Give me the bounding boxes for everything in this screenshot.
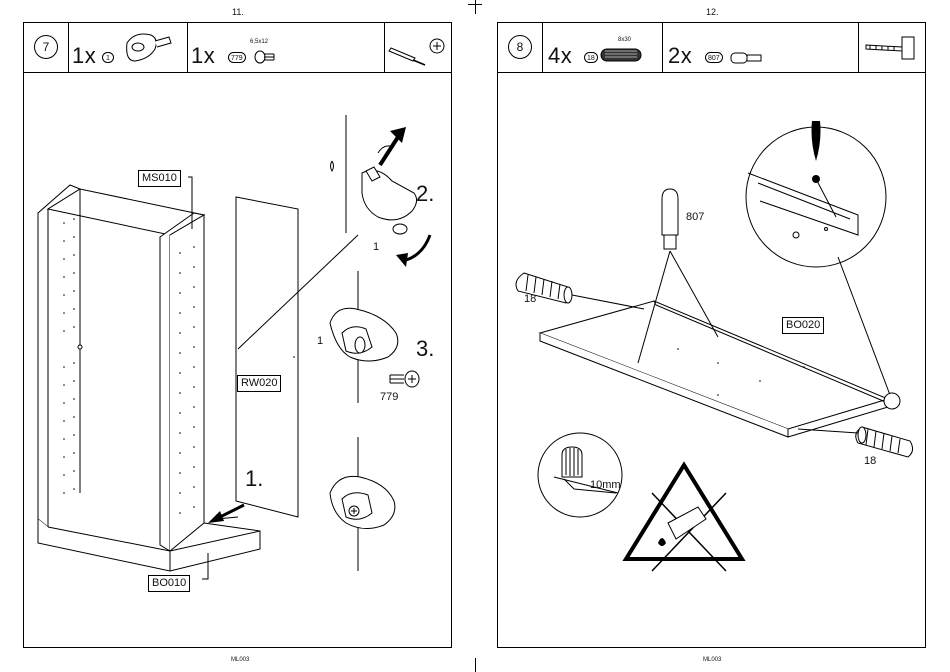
footer-right: ML003 bbox=[703, 657, 721, 663]
dimension-callout: 10mm bbox=[590, 479, 621, 491]
footer-left: ML003 bbox=[231, 657, 249, 663]
part-number-callout: 1 bbox=[373, 241, 379, 253]
shelf-assembly-drawing bbox=[498, 23, 927, 649]
step-callout-1: 1. bbox=[245, 466, 263, 492]
part-label-bo010: BO010 bbox=[148, 575, 190, 592]
crop-mark bbox=[475, 658, 476, 672]
part-number-callout: 1 bbox=[317, 335, 323, 347]
crop-mark bbox=[475, 0, 476, 14]
crop-mark bbox=[468, 4, 482, 5]
part-label-ms010: MS010 bbox=[138, 170, 181, 187]
part-number-callout: 18 bbox=[524, 293, 536, 305]
instruction-page-right: 8 4x 8x30 18 2x 807 bbox=[497, 22, 926, 648]
part-label-bo020: BO020 bbox=[782, 317, 824, 334]
part-number-callout: 18 bbox=[864, 455, 876, 467]
page-number-right: 12. bbox=[706, 7, 719, 17]
step-callout-3: 3. bbox=[416, 336, 434, 362]
dowel bbox=[856, 427, 913, 457]
wardrobe-carcass-drawing bbox=[24, 23, 453, 649]
part-number-callout: 807 bbox=[686, 211, 704, 223]
step-callout-2: 2. bbox=[416, 181, 434, 207]
instruction-page-left: 7 1x 1 1x 6,5x12 779 bbox=[23, 22, 452, 648]
screw-number-callout: 779 bbox=[380, 391, 398, 403]
part-label-rw020: RW020 bbox=[237, 375, 281, 392]
page-number-left: 11. bbox=[232, 7, 244, 17]
